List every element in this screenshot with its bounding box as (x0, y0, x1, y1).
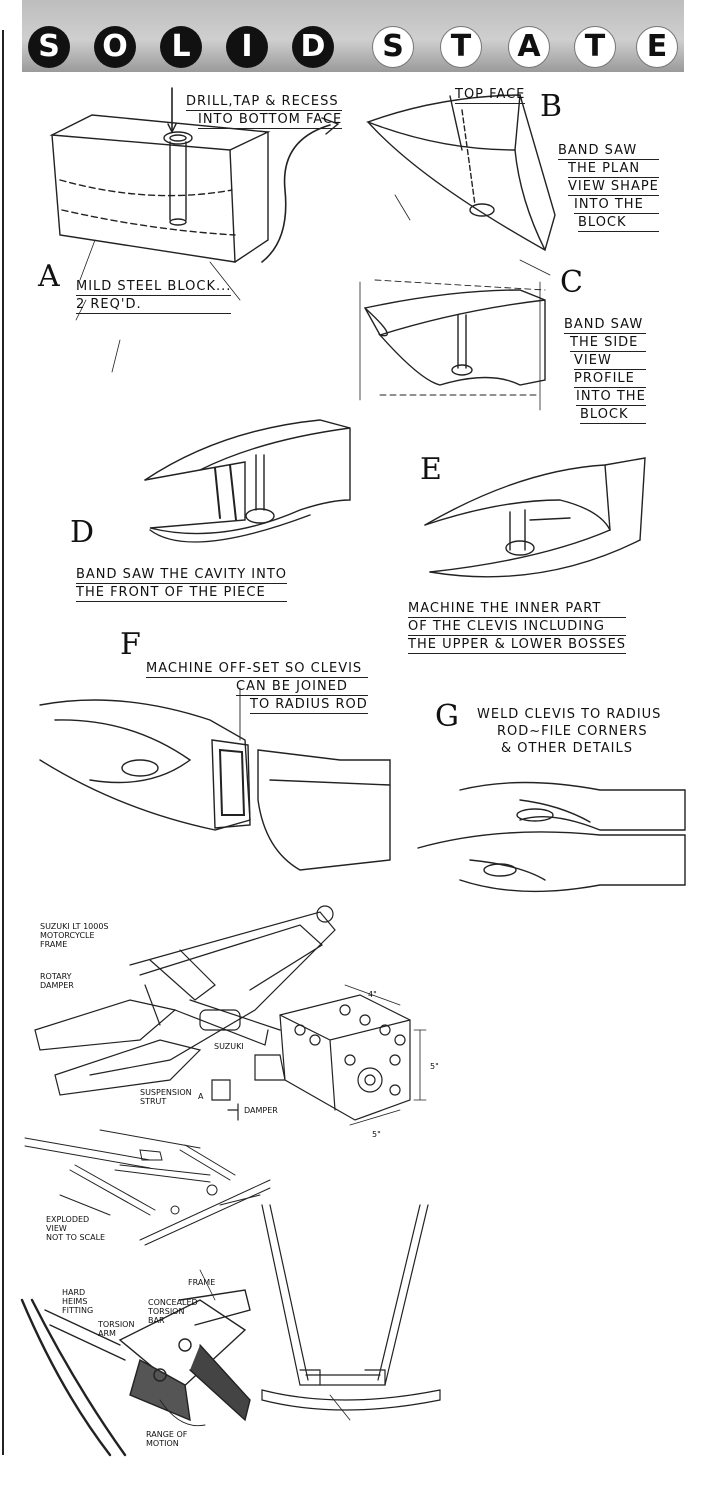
step-e-line: MACHINE THE INNER PART (408, 600, 627, 618)
step-g-text: WELD CLEVIS TO RADIUS ROD~FILE CORNERS &… (477, 706, 661, 757)
concealed-torsion-bar-label: CONCEALED TORSION BAR (148, 1298, 198, 1325)
damper-label: DAMPER (244, 1106, 278, 1115)
block-e-drawing (424, 457, 646, 578)
rotary-damper-label: ROTARY DAMPER (40, 972, 74, 990)
dimension-top-label: 4" (368, 990, 377, 999)
torsion-arm-label: TORSION ARM (98, 1320, 135, 1338)
step-f-text: MACHINE OFF-SET SO CLEVIS CAN BE JOINED … (146, 660, 368, 714)
step-b-line: BAND SAW (558, 142, 659, 160)
step-d-line: THE FRONT OF THE PIECE (76, 584, 288, 602)
step-b-text: BAND SAW THE PLAN VIEW SHAPE INTO THE BL… (558, 142, 659, 232)
step-f-line: TO RADIUS ROD (250, 697, 368, 714)
step-c-line: VIEW (574, 352, 646, 370)
drill-line-2: INTO BOTTOM FACE (198, 112, 343, 129)
title-letter: D (292, 26, 334, 68)
step-f-line: CAN BE JOINED (236, 678, 368, 696)
title-letter: S (372, 26, 414, 68)
title-letter: S (28, 26, 70, 68)
step-g-line: ROD~FILE CORNERS (497, 724, 648, 739)
step-e-line: OF THE CLEVIS INCLUDING (408, 618, 627, 636)
step-b-line: VIEW SHAPE (568, 179, 659, 196)
step-a-line: MILD STEEL BLOCK... (76, 279, 232, 296)
block-a-drawing (49, 87, 340, 373)
top-face-text: TOP FACE (455, 87, 526, 104)
step-g-line: & OTHER DETAILS (501, 741, 633, 756)
motorcycle-frame-drawing (34, 905, 336, 1121)
block-g-drawing (417, 781, 686, 893)
step-a-line: 2 REQ'D. (76, 296, 232, 314)
step-b-line: INTO THE (574, 196, 659, 214)
step-c-line: BLOCK (580, 406, 646, 424)
suzuki-small-label: SUZUKI (214, 1042, 244, 1051)
dimension-side-label: 5" (430, 1062, 439, 1071)
suspension-strut-label: SUSPENSION STRUT (140, 1088, 192, 1106)
step-g-line: WELD CLEVIS TO RADIUS (477, 707, 662, 722)
title-solid-state: S O L I D S T A T E (22, 26, 684, 72)
title-letter: T (574, 26, 616, 68)
step-e-label: E (420, 452, 442, 487)
drill-line-1: DRILL,TAP & RECESS (186, 93, 343, 111)
step-g-label: G (435, 699, 459, 734)
engine-block-drawing (279, 984, 427, 1126)
title-letter: I (226, 26, 268, 68)
step-c-text: BAND SAW THE SIDE VIEW PROFILE INTO THE … (564, 316, 646, 424)
step-c-line: BAND SAW (564, 316, 646, 334)
step-d-line: BAND SAW THE CAVITY INTO (76, 567, 288, 584)
step-c-line: PROFILE (574, 370, 646, 388)
torsion-detail-drawing (20, 1269, 251, 1457)
title-letter: L (160, 26, 202, 68)
title-letter: T (440, 26, 482, 68)
step-c-line: INTO THE (576, 389, 646, 406)
step-f-line: MACHINE OFF-SET SO CLEVIS (146, 660, 368, 678)
title-letter: E (636, 26, 678, 68)
range-of-motion-label: RANGE OF MOTION (146, 1430, 188, 1448)
strut-a-label: A (198, 1092, 204, 1101)
step-b-label: B (540, 89, 563, 124)
frame-label: FRAME (188, 1278, 216, 1287)
step-a-text: MILD STEEL BLOCK... 2 REQ'D. (76, 278, 232, 314)
block-c-drawing (359, 279, 546, 411)
rear-frame-front-view-drawing (261, 1204, 441, 1421)
title-letter: O (94, 26, 136, 68)
suzuki-frame-label: SUZUKI LT 1000S MOTORCYCLE FRAME (40, 922, 109, 949)
exploded-view-drawing (24, 1129, 271, 1246)
step-e-line: THE UPPER & LOWER BOSSES (408, 637, 627, 654)
step-c-line: THE SIDE (570, 334, 646, 352)
dimension-bottom-label: 5" (372, 1130, 381, 1139)
title-letter: A (508, 26, 550, 68)
block-d-drawing (144, 419, 351, 543)
step-d-label: D (70, 515, 95, 550)
block-b-drawing (366, 94, 556, 276)
top-face-annotation: TOP FACE (455, 86, 526, 104)
drill-annotation: DRILL,TAP & RECESS INTO BOTTOM FACE (186, 93, 343, 129)
step-e-text: MACHINE THE INNER PART OF THE CLEVIS INC… (408, 600, 627, 654)
step-b-line: BLOCK (578, 214, 659, 232)
heims-fitting-label: HARD HEIMS FITTING (62, 1288, 94, 1315)
step-d-text: BAND SAW THE CAVITY INTO THE FRONT OF TH… (76, 566, 288, 602)
step-b-line: THE PLAN (568, 160, 659, 178)
step-c-label: C (560, 265, 583, 300)
block-f-drawing (39, 687, 391, 871)
page-margin-rule (2, 30, 4, 1455)
step-f-label: F (120, 627, 141, 662)
step-a-label: A (38, 259, 60, 294)
exploded-view-label: EXPLODED VIEW NOT TO SCALE (46, 1215, 106, 1242)
